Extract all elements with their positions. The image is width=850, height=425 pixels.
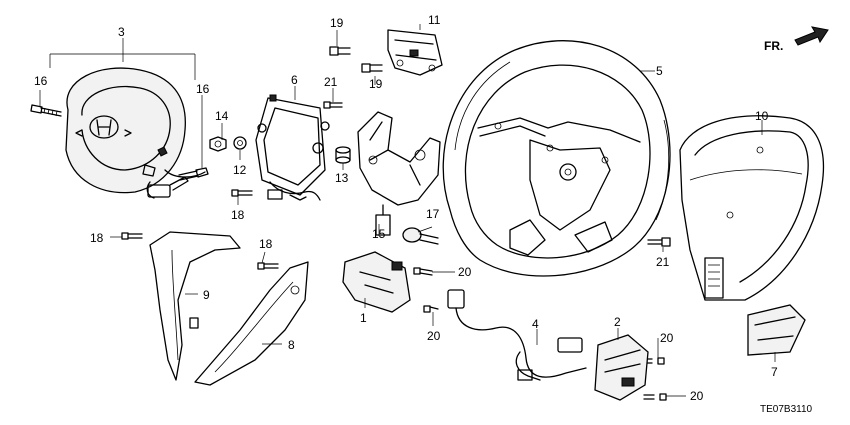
screw-20-a [413,267,433,276]
nut-14 [209,136,227,152]
callout-16-left: 16 [34,74,48,88]
screw-20-b [423,305,439,313]
lower-cover-part [679,115,825,301]
callout-2: 2 [614,315,621,329]
steering-wheel-part [442,40,671,277]
callout-21-lower: 21 [656,255,670,269]
switch-bracket-part [357,111,441,236]
bolt-18-left [121,232,143,240]
bolt-19-lower [361,63,383,73]
bolt-18-upper [231,189,253,197]
callout-20-c: 20 [660,331,674,345]
callout-14: 14 [215,109,229,123]
bolt-16-right [178,167,209,181]
screw-20-d [643,393,667,401]
callout-19-lower: 19 [369,77,383,91]
switch-unit-2 [594,334,649,401]
callout-15: 15 [372,227,386,241]
cover-7 [747,304,806,356]
screw-21-lower [647,237,671,247]
callout-16-right: 16 [196,82,210,96]
callout-12: 12 [233,163,247,177]
airbag-module-part [65,67,206,199]
callout-5: 5 [656,64,663,78]
bolt-17 [402,227,439,245]
callout-19-upper: 19 [330,16,344,30]
callout-20-b: 20 [427,329,441,343]
callout-labels: 3 16 16 6 19 11 19 21 5 10 14 12 13 18 1… [34,13,778,403]
callout-18-left: 18 [90,231,104,245]
callout-6: 6 [291,73,298,87]
leader-lines [39,24,776,397]
front-direction-arrow [794,26,829,46]
callout-9: 9 [203,288,210,302]
callout-7: 7 [771,365,778,379]
callout-18-upper: 18 [231,208,245,222]
callout-18-right: 18 [259,237,273,251]
callout-20-d: 20 [690,389,704,403]
callout-4: 4 [532,317,539,331]
callout-10: 10 [755,109,769,123]
callout-17: 17 [426,207,440,221]
collar-13 [335,146,351,164]
garnish-right-8 [194,261,309,386]
washer-12 [233,136,247,150]
mounting-bracket-11 [387,29,443,76]
drawing-code: TE07B3110 [760,404,813,415]
callout-13: 13 [335,171,349,185]
callout-8: 8 [288,338,295,352]
cable-reel-part [255,94,330,201]
callout-11: 11 [428,13,441,27]
callout-1: 1 [360,311,367,325]
screw-21-upper [323,101,343,109]
bolt-16-left [30,104,62,117]
callout-3: 3 [118,25,125,39]
garnish-left-9 [149,231,241,381]
bolt-18-right [257,262,279,270]
switch-assembly-1 [342,251,411,313]
front-direction-label: FR. [764,39,783,53]
wire-harness-4 [447,289,587,381]
callout-21-upper: 21 [324,75,338,89]
callout-20-a: 20 [458,265,472,279]
bolt-19-upper [329,46,351,56]
